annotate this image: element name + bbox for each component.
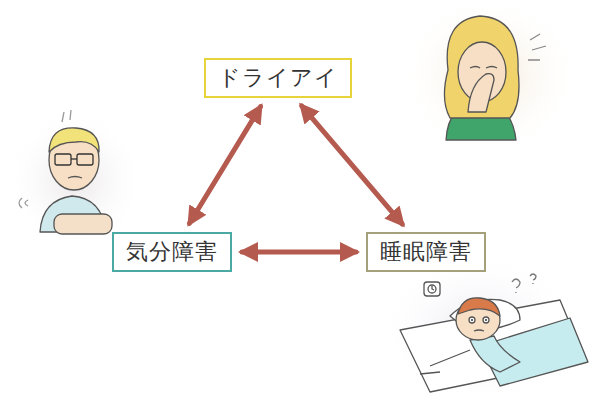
halo bbox=[400, 0, 580, 155]
term-label: 睡眠障害 bbox=[380, 239, 472, 265]
relation-arrow bbox=[190, 107, 261, 224]
term-label: ドライアイ bbox=[218, 65, 338, 91]
tired-man bbox=[19, 110, 112, 234]
relation-arrow bbox=[302, 106, 403, 224]
term-label: 気分障害 bbox=[126, 239, 218, 265]
term-box: 睡眠障害 bbox=[366, 232, 486, 272]
term-box: ドライアイ bbox=[204, 58, 352, 98]
sleepless-man bbox=[400, 274, 588, 392]
halo bbox=[5, 110, 145, 250]
woman-rubbing-eye bbox=[444, 16, 546, 140]
relation-arrow bbox=[242, 250, 356, 255]
term-box: 気分障害 bbox=[112, 232, 232, 272]
